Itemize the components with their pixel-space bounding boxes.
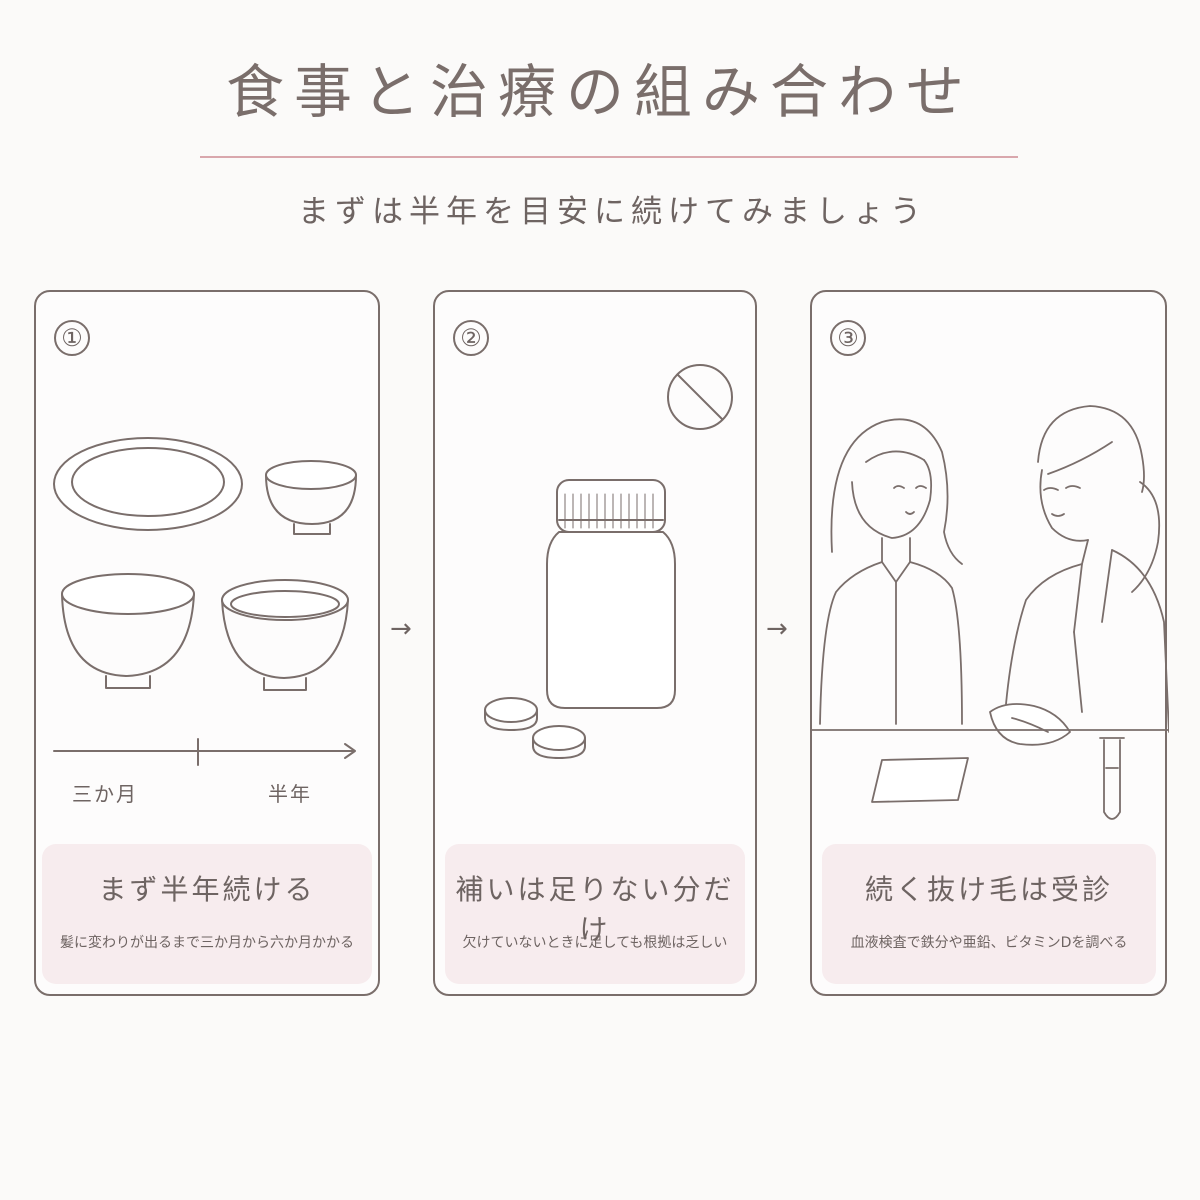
step-label-box-3: 続く抜け毛は受診 血液検査で鉄分や亜鉛、ビタミンDを調べる <box>822 844 1156 984</box>
step-heading-2: 補いは足りない分だけ <box>455 873 735 946</box>
step-heading-1: まず半年続ける <box>98 873 316 906</box>
step-arrow-2: → <box>766 614 788 644</box>
supplement-illustration <box>484 364 733 759</box>
step-number-1: ① <box>54 320 90 356</box>
timeline-start-label: 三か月 <box>72 782 138 806</box>
step-heading-3: 続く抜け毛は受診 <box>864 873 1113 906</box>
step-label-box-1: まず半年続ける 髪に変わりが出るまで三か月から六か月かかる <box>42 844 372 984</box>
step-card-2: ② 補いは足りない分だけ 欠けていないときに足しても根拠は乏しい <box>433 290 757 996</box>
step-label-box-2: 補いは足りない分だけ 欠けていないときに足しても根拠は乏しい <box>445 844 745 984</box>
timeline-end-label: 半年 <box>268 782 312 806</box>
step-description-3: 血液検査で鉄分や亜鉛、ビタミンDを調べる <box>850 935 1128 951</box>
step-card-3: ③ 続く抜け毛 <box>810 290 1169 996</box>
step-arrow-1: → <box>390 614 412 644</box>
step-card-1: ① 三か月 半年 まず半年続ける 髪に変わりが出るまで三か月から六か月かかる <box>34 290 380 996</box>
dishes-illustration <box>53 437 357 766</box>
step-number-3: ③ <box>830 320 866 356</box>
prohibited-icon <box>667 364 733 430</box>
consultation-illustration <box>812 405 1169 820</box>
step-number-2: ② <box>453 320 489 356</box>
title-divider <box>200 156 1018 158</box>
step-description-1: 髪に変わりが出るまで三か月から六か月かかる <box>60 935 354 951</box>
page-subtitle: まずは半年を目安に続けてみましょう <box>298 194 927 230</box>
step-description-2: 欠けていないときに足しても根拠は乏しい <box>462 935 728 951</box>
page-title: 食事と治療の組み合わせ <box>225 58 974 126</box>
